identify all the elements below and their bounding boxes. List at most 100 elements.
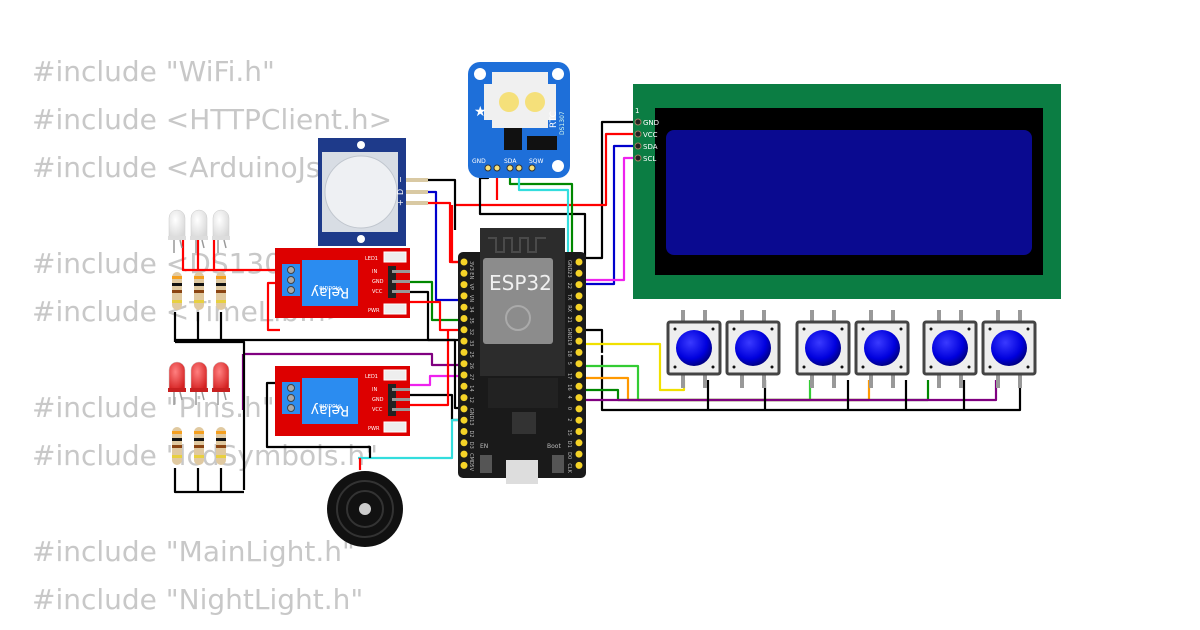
espressif-logo-icon	[505, 305, 531, 331]
esp32-pin-label: 27	[468, 374, 474, 380]
wire-res-gnd-top	[173, 312, 246, 490]
esp32-pin	[460, 416, 468, 424]
lcd-pin-sda: SDA	[643, 143, 658, 151]
esp32-pin	[575, 382, 583, 390]
esp32-pin-label: 23	[566, 271, 572, 277]
button-cap	[932, 330, 968, 366]
wire-buzzer-sig	[358, 418, 463, 460]
en-button[interactable]	[480, 455, 492, 473]
wire-lcd-gnd	[585, 120, 637, 260]
red-led[interactable]	[212, 361, 230, 405]
esp32-pin	[460, 258, 468, 266]
red-led[interactable]	[190, 361, 208, 405]
esp32-pin-label: 2	[566, 418, 572, 421]
esp32-pin	[575, 428, 583, 435]
pushbutton[interactable]	[981, 310, 1037, 388]
esp32-pin-label: 15	[566, 430, 572, 436]
wire-white-leds	[181, 238, 288, 272]
esp32-pin-label: GND	[566, 328, 572, 340]
button-cap	[864, 330, 900, 366]
esp32-pin-label: 14	[468, 385, 474, 391]
esp32-pin	[460, 360, 468, 368]
esp32-pin-label: GND	[566, 260, 572, 272]
esp32-pin-label: CMD	[468, 453, 474, 465]
esp32-pin-label: 22	[566, 283, 572, 289]
esp32-pin-label: D0	[566, 452, 572, 459]
white-led[interactable]	[168, 209, 186, 253]
esp32-pin	[460, 269, 468, 277]
relay-pin-label: VCC	[372, 289, 383, 295]
resistor[interactable]	[194, 427, 204, 465]
esp32-pin	[575, 292, 583, 300]
code-line: #include "WiFi.h"	[32, 55, 275, 88]
pushbutton[interactable]	[854, 310, 910, 388]
usb-port	[506, 460, 538, 484]
buzzer[interactable]	[327, 471, 403, 547]
relay-pin-label: VCC	[372, 407, 383, 413]
lcd-pin-gnd: GND	[643, 119, 659, 127]
relay-pin-label: IN	[372, 269, 377, 275]
resistor[interactable]	[194, 272, 204, 310]
resistor[interactable]	[216, 427, 226, 465]
red-led[interactable]	[168, 361, 186, 405]
relay-pin-label: GND	[372, 397, 384, 403]
rtc-pin-sda: SDA	[504, 158, 517, 165]
relay-title: Relay	[311, 284, 349, 300]
resistor[interactable]	[216, 272, 226, 310]
esp32-pin-label: D2	[468, 431, 474, 438]
adafruit-star-icon: ★	[474, 104, 487, 120]
code-line: #include "MainLight.h"	[32, 535, 355, 568]
esp32-pin-label: 25	[468, 351, 474, 357]
esp32-pin-label: 34	[468, 306, 474, 312]
esp32-pin-label: 17	[566, 373, 572, 379]
esp32-pin	[460, 428, 468, 435]
pir-sensor[interactable]: − D +	[318, 138, 428, 246]
wire-lcd-vcc	[455, 132, 637, 207]
esp32-pin	[460, 405, 468, 413]
esp32-pin	[460, 461, 468, 469]
esp32-pin	[460, 315, 468, 322]
esp32-pin-label: 35	[468, 318, 474, 324]
esp32-pin-label: 12	[468, 397, 474, 403]
lcd-display[interactable]: 1 GND VCC SDA SCL	[633, 84, 1061, 299]
esp32-pin	[575, 405, 583, 413]
rtc-module[interactable]: ★ RTC DS1307 GND SDA SQW	[468, 62, 570, 178]
pushbutton[interactable]	[666, 310, 722, 388]
esp32-pin	[460, 326, 468, 334]
esp32-pin-label: GND	[468, 408, 474, 420]
rtc-pin-sqw: SQW	[529, 158, 544, 165]
button-cap	[735, 330, 771, 366]
lcd-pins: GND VCC SDA SCL	[634, 118, 659, 163]
esp32-pin-label: 4	[566, 396, 572, 399]
esp32-pin	[575, 337, 583, 345]
esp32-pin-label: TX	[566, 293, 572, 301]
relay-subtitle: Module	[319, 402, 341, 409]
esp32-pin-label: 33	[468, 340, 474, 346]
wire-btn-gnd-taps	[706, 380, 966, 410]
rtc-label: RTC	[549, 111, 559, 128]
code-line: #include "Pins.h"	[32, 391, 275, 424]
pir-pin-out: D	[396, 189, 405, 195]
esp32-pin	[575, 394, 583, 402]
wire-relay2-in	[408, 374, 463, 387]
pushbutton[interactable]	[795, 310, 851, 388]
resistor[interactable]	[172, 427, 182, 465]
boot-button[interactable]	[552, 455, 564, 473]
resistor[interactable]	[172, 272, 182, 310]
relay-led-label: LED1	[365, 374, 378, 380]
white-led[interactable]	[190, 209, 208, 253]
esp32-board[interactable]: ESP32 EN Boot 3V3ENVPVN34353233252627141…	[458, 228, 586, 484]
esp32-pin	[575, 269, 583, 277]
pushbutton[interactable]	[922, 310, 978, 388]
white-led[interactable]	[212, 209, 230, 253]
wire-lcd-sda	[577, 144, 637, 286]
wire-relay2-vcc	[408, 330, 450, 407]
lcd-pin-vcc: VCC	[643, 131, 658, 139]
esp32-pin	[575, 439, 583, 447]
esp32-pin	[575, 360, 583, 368]
pushbutton[interactable]	[725, 310, 781, 388]
